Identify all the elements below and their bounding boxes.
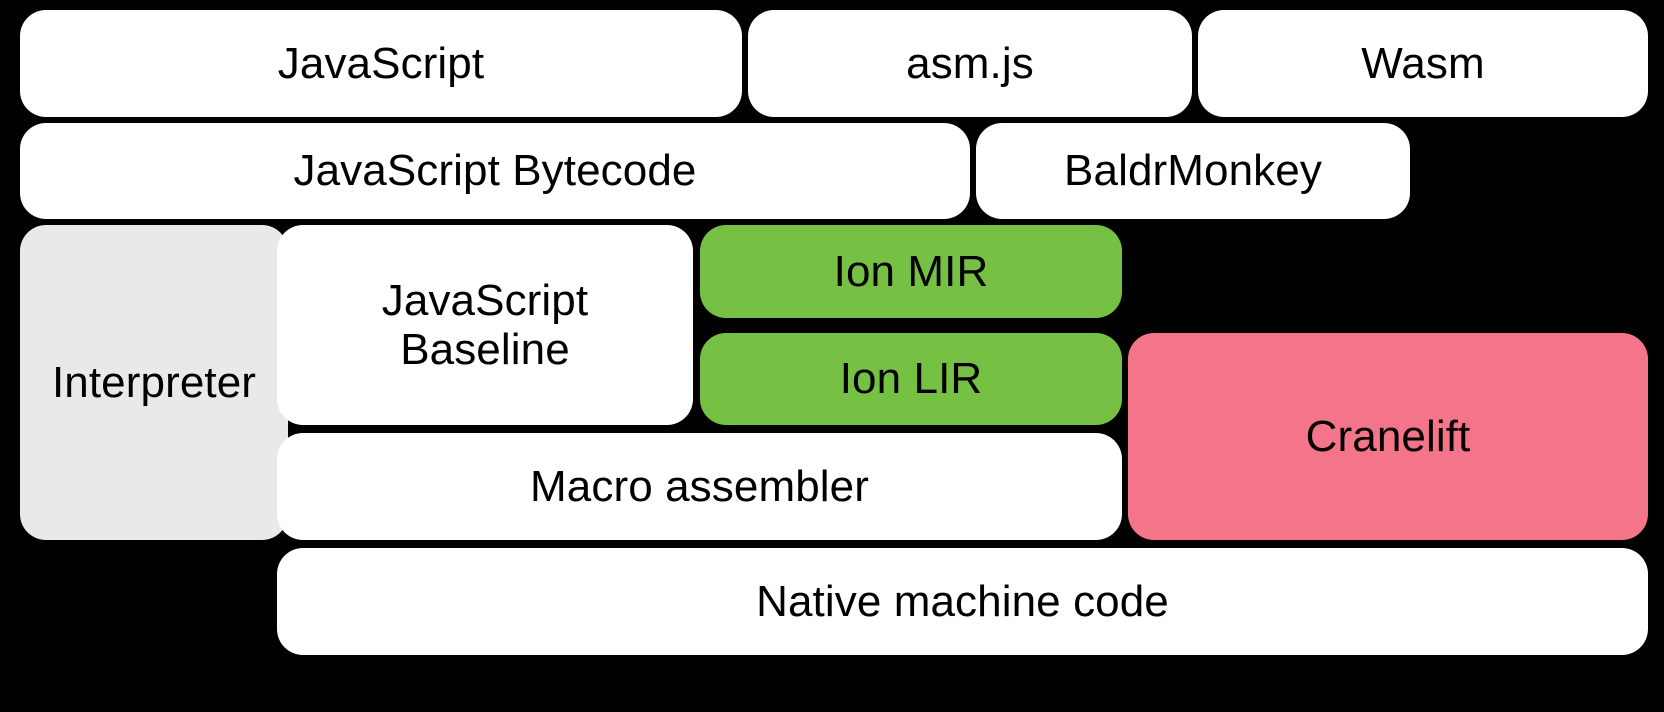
node-ion-lir[interactable]: Ion LIR — [700, 333, 1122, 425]
node-ion-mir[interactable]: Ion MIR — [700, 225, 1122, 318]
node-javascript-bytecode[interactable]: JavaScript Bytecode — [20, 123, 970, 219]
node-interpreter[interactable]: Interpreter — [20, 225, 288, 540]
node-native-machine-code[interactable]: Native machine code — [277, 548, 1648, 655]
node-baldrmonkey[interactable]: BaldrMonkey — [976, 123, 1410, 219]
node-cranelift[interactable]: Cranelift — [1128, 333, 1648, 540]
node-asm-js[interactable]: asm.js — [748, 10, 1192, 117]
node-wasm[interactable]: Wasm — [1198, 10, 1648, 117]
node-macro-assembler[interactable]: Macro assembler — [277, 433, 1122, 540]
node-javascript[interactable]: JavaScript — [20, 10, 742, 117]
node-javascript-baseline[interactable]: JavaScript Baseline — [277, 225, 693, 425]
